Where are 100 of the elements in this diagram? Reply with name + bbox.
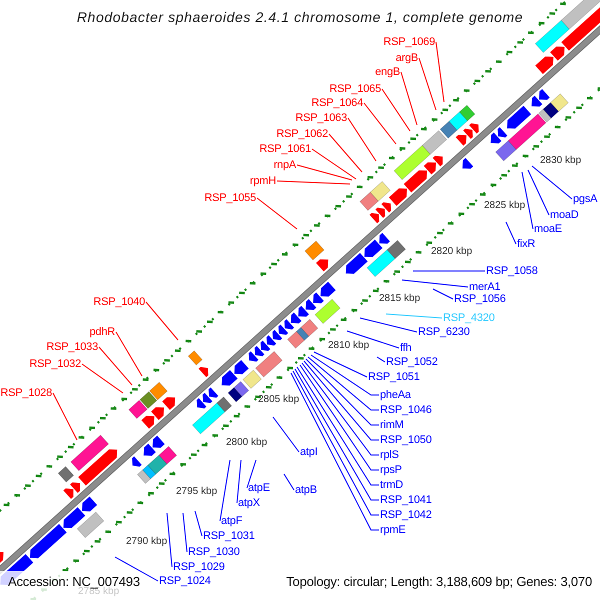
gene-label: RSP_1058: [486, 264, 538, 278]
gene-label: rplS: [380, 448, 399, 462]
leader-line: [304, 360, 380, 440]
leader-line: [82, 364, 124, 394]
gene-label: rnpA: [274, 158, 296, 172]
gene-label: RSP_1042: [380, 508, 432, 522]
gene-label: RSP_1069: [383, 35, 435, 49]
leader-line: [114, 556, 158, 582]
leader-line: [418, 58, 436, 110]
gene-label: argB: [396, 51, 418, 65]
position-label: 2800 kbp: [226, 437, 268, 449]
gene-label: RSP_6230: [418, 325, 470, 339]
gene-label: pdhR: [90, 325, 115, 339]
leader-line: [302, 362, 380, 456]
leader-line: [116, 332, 142, 376]
accession-text: Accession: NC_007493: [8, 574, 140, 589]
gene-label: RSP_1028: [0, 386, 52, 400]
gene-label: RSP_1032: [29, 357, 81, 371]
position-label: 2820 kbp: [431, 246, 472, 258]
leader-line: [256, 198, 298, 230]
gene-label: RSP_1055: [204, 191, 256, 205]
gene-label: RSP_1052: [386, 355, 438, 369]
position-label: 2790 kbp: [126, 536, 168, 548]
gene-label: pgsA: [573, 192, 598, 206]
gene-label: rpsP: [380, 463, 402, 477]
leader-line: [182, 512, 188, 552]
leader-line: [376, 356, 386, 362]
gene-label: RSP_1062: [276, 127, 328, 141]
leader-line: [364, 102, 396, 144]
leader-line: [348, 118, 376, 162]
gene-label: RSP_1050: [380, 433, 432, 447]
position-label: 2825 kbp: [484, 200, 526, 212]
gene-label: RSP_1063: [295, 111, 347, 125]
gene-label: atpF: [221, 514, 242, 528]
gene-label: trmD: [380, 478, 404, 492]
leader-line: [272, 416, 300, 452]
gene-label: pheAa: [380, 388, 411, 402]
leader-line: [402, 280, 468, 288]
leader-line: [532, 166, 572, 200]
gene-label: rpmH: [250, 174, 276, 188]
leader-line: [236, 460, 242, 504]
gene-label: RSP_1065: [329, 82, 381, 96]
gene-label: ffh: [400, 341, 412, 355]
genome-summary: Topology: circular; Length: 3,188,609 bp; Genes: 3,070: [286, 574, 592, 590]
gene-label: moaE: [534, 222, 562, 236]
leader-line: [506, 222, 516, 244]
gene-label: engB: [375, 65, 400, 79]
gene-label: atpB: [295, 483, 317, 497]
gene-label: RSP_1033: [46, 340, 98, 354]
gene-label: RSP_1024: [159, 574, 211, 588]
gene-label: rpmE: [380, 523, 406, 537]
leader-line: [312, 148, 356, 180]
leader-line: [328, 134, 362, 172]
title: Rhodobacter sphaeroides 2.4.1 chromosome 1, complete genome: [76, 9, 524, 25]
leader-line: [296, 164, 352, 180]
leader-line: [300, 364, 380, 470]
gene-label: RSP_1031: [203, 529, 255, 543]
leader-line: [412, 270, 486, 272]
gene-label: merA1: [469, 280, 500, 294]
position-label: 2795 kbp: [176, 486, 218, 498]
leader-line: [436, 42, 444, 102]
gene-label: RSP_1029: [173, 560, 225, 574]
leader-line: [276, 180, 350, 184]
gene-label: RSP_1064: [311, 96, 363, 110]
leader-line: [528, 170, 550, 216]
leader-line: [310, 354, 380, 396]
leader-line: [346, 330, 400, 348]
leader-line: [220, 460, 230, 522]
leader-line: [522, 172, 534, 230]
gene-label: RSP_1056: [454, 292, 506, 306]
position-label: 2815 kbp: [379, 293, 420, 305]
leader-line: [166, 512, 172, 568]
gene-label: fixR: [517, 237, 536, 251]
leader-line: [360, 318, 418, 332]
leader-line: [246, 460, 256, 488]
gene-label: RSP_4320: [443, 311, 495, 325]
gene-label: atpE: [248, 481, 270, 495]
gene-label: atpI: [300, 445, 318, 459]
gene-label: RSP_1051: [368, 370, 420, 384]
leader-line: [432, 288, 454, 300]
leader-line: [98, 346, 132, 386]
position-label: 2830 kbp: [540, 155, 582, 167]
position-label: 2805 kbp: [258, 394, 300, 406]
gene-label: RSP_1030: [188, 545, 240, 559]
leader-line: [306, 358, 380, 426]
leader-line: [52, 392, 78, 440]
leader-line: [400, 72, 418, 126]
gene-label: RSP_1040: [93, 295, 145, 309]
gene-label: moaD: [550, 208, 579, 222]
gene-label: atpX: [238, 496, 260, 510]
leader-line: [314, 352, 368, 378]
leader-line: [386, 314, 442, 318]
leader-line: [146, 302, 178, 340]
position-label: 2810 kbp: [328, 340, 370, 352]
gene-label: RSP_1041: [380, 493, 432, 507]
gene-label: rimM: [380, 418, 404, 432]
leader-line: [308, 356, 380, 410]
leader-line: [382, 88, 410, 132]
leader-line: [194, 510, 202, 536]
leader-line: [284, 474, 294, 490]
